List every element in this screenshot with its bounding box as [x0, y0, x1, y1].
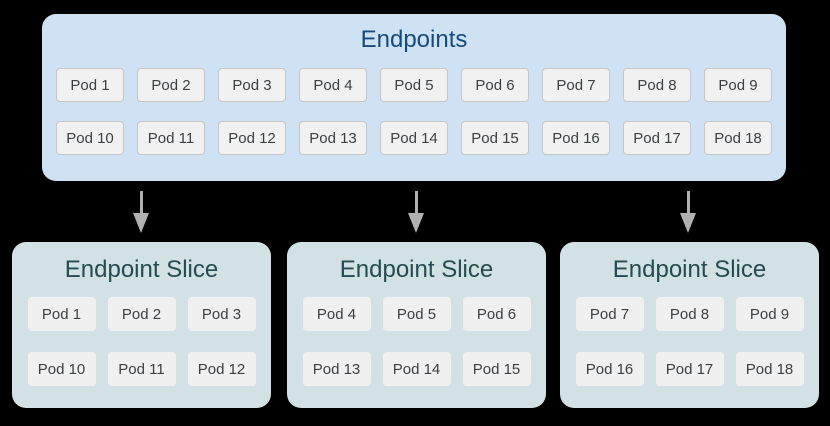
pod: Pod 1 — [27, 297, 96, 331]
pod: Pod 2 — [137, 68, 205, 102]
pod: Pod 15 — [461, 121, 529, 155]
pod: Pod 11 — [137, 121, 205, 155]
endpoint-slice-title: Endpoint Slice — [64, 256, 219, 283]
pod: Pod 17 — [655, 352, 724, 386]
endpoints-pod-row-2: Pod 10 Pod 11 Pod 12 Pod 13 Pod 14 Pod 1… — [42, 121, 786, 155]
pod: Pod 4 — [302, 297, 371, 331]
endpoints-title: Endpoints — [360, 26, 468, 53]
pod: Pod 18 — [704, 121, 772, 155]
pod: Pod 14 — [382, 352, 451, 386]
pod: Pod 11 — [107, 352, 176, 386]
pod: Pod 13 — [299, 121, 367, 155]
down-arrow-icon — [408, 191, 424, 233]
pod: Pod 12 — [218, 121, 286, 155]
arrow-head — [680, 213, 696, 233]
pod: Pod 10 — [56, 121, 124, 155]
slice-pod-row-2: Pod 16 Pod 17 Pod 18 — [560, 352, 819, 386]
pod: Pod 5 — [380, 68, 448, 102]
pod: Pod 3 — [218, 68, 286, 102]
endpoint-slice-box-1: Endpoint Slice Pod 1 Pod 2 Pod 3 Pod 10 … — [12, 242, 271, 408]
pod: Pod 9 — [704, 68, 772, 102]
slice-pod-row-2: Pod 10 Pod 11 Pod 12 — [12, 352, 271, 386]
arrow-head — [133, 213, 149, 233]
endpoint-slice-box-3: Endpoint Slice Pod 7 Pod 8 Pod 9 Pod 16 … — [560, 242, 819, 408]
pod: Pod 14 — [380, 121, 448, 155]
pod: Pod 16 — [542, 121, 610, 155]
endpoint-slice-title: Endpoint Slice — [339, 256, 494, 283]
pod: Pod 5 — [382, 297, 451, 331]
arrow-stem — [414, 191, 418, 213]
endpoints-box: Endpoints Pod 1 Pod 2 Pod 3 Pod 4 Pod 5 … — [42, 14, 786, 181]
slice-pod-row-1: Pod 4 Pod 5 Pod 6 — [287, 297, 546, 331]
down-arrow-icon — [680, 191, 696, 233]
arrow-head — [408, 213, 424, 233]
pod: Pod 4 — [299, 68, 367, 102]
arrow-stem — [686, 191, 690, 213]
pod: Pod 16 — [575, 352, 644, 386]
down-arrow-icon — [133, 191, 149, 233]
endpoint-slice-box-2: Endpoint Slice Pod 4 Pod 5 Pod 6 Pod 13 … — [287, 242, 546, 408]
slice-pod-row-1: Pod 1 Pod 2 Pod 3 — [12, 297, 271, 331]
pod: Pod 15 — [462, 352, 531, 386]
pod: Pod 12 — [187, 352, 256, 386]
pod: Pod 2 — [107, 297, 176, 331]
pod: Pod 3 — [187, 297, 256, 331]
pod: Pod 6 — [461, 68, 529, 102]
pod: Pod 9 — [735, 297, 804, 331]
pod: Pod 8 — [655, 297, 724, 331]
slice-pod-row-2: Pod 13 Pod 14 Pod 15 — [287, 352, 546, 386]
pod: Pod 6 — [462, 297, 531, 331]
pod: Pod 17 — [623, 121, 691, 155]
pod: Pod 1 — [56, 68, 124, 102]
endpoints-pod-row-1: Pod 1 Pod 2 Pod 3 Pod 4 Pod 5 Pod 6 Pod … — [42, 68, 786, 102]
pod: Pod 18 — [735, 352, 804, 386]
pod: Pod 7 — [542, 68, 610, 102]
pod: Pod 7 — [575, 297, 644, 331]
slice-pod-row-1: Pod 7 Pod 8 Pod 9 — [560, 297, 819, 331]
pod: Pod 10 — [27, 352, 96, 386]
pod: Pod 8 — [623, 68, 691, 102]
endpoint-slice-title: Endpoint Slice — [612, 256, 767, 283]
pod: Pod 13 — [302, 352, 371, 386]
arrow-stem — [139, 191, 143, 213]
